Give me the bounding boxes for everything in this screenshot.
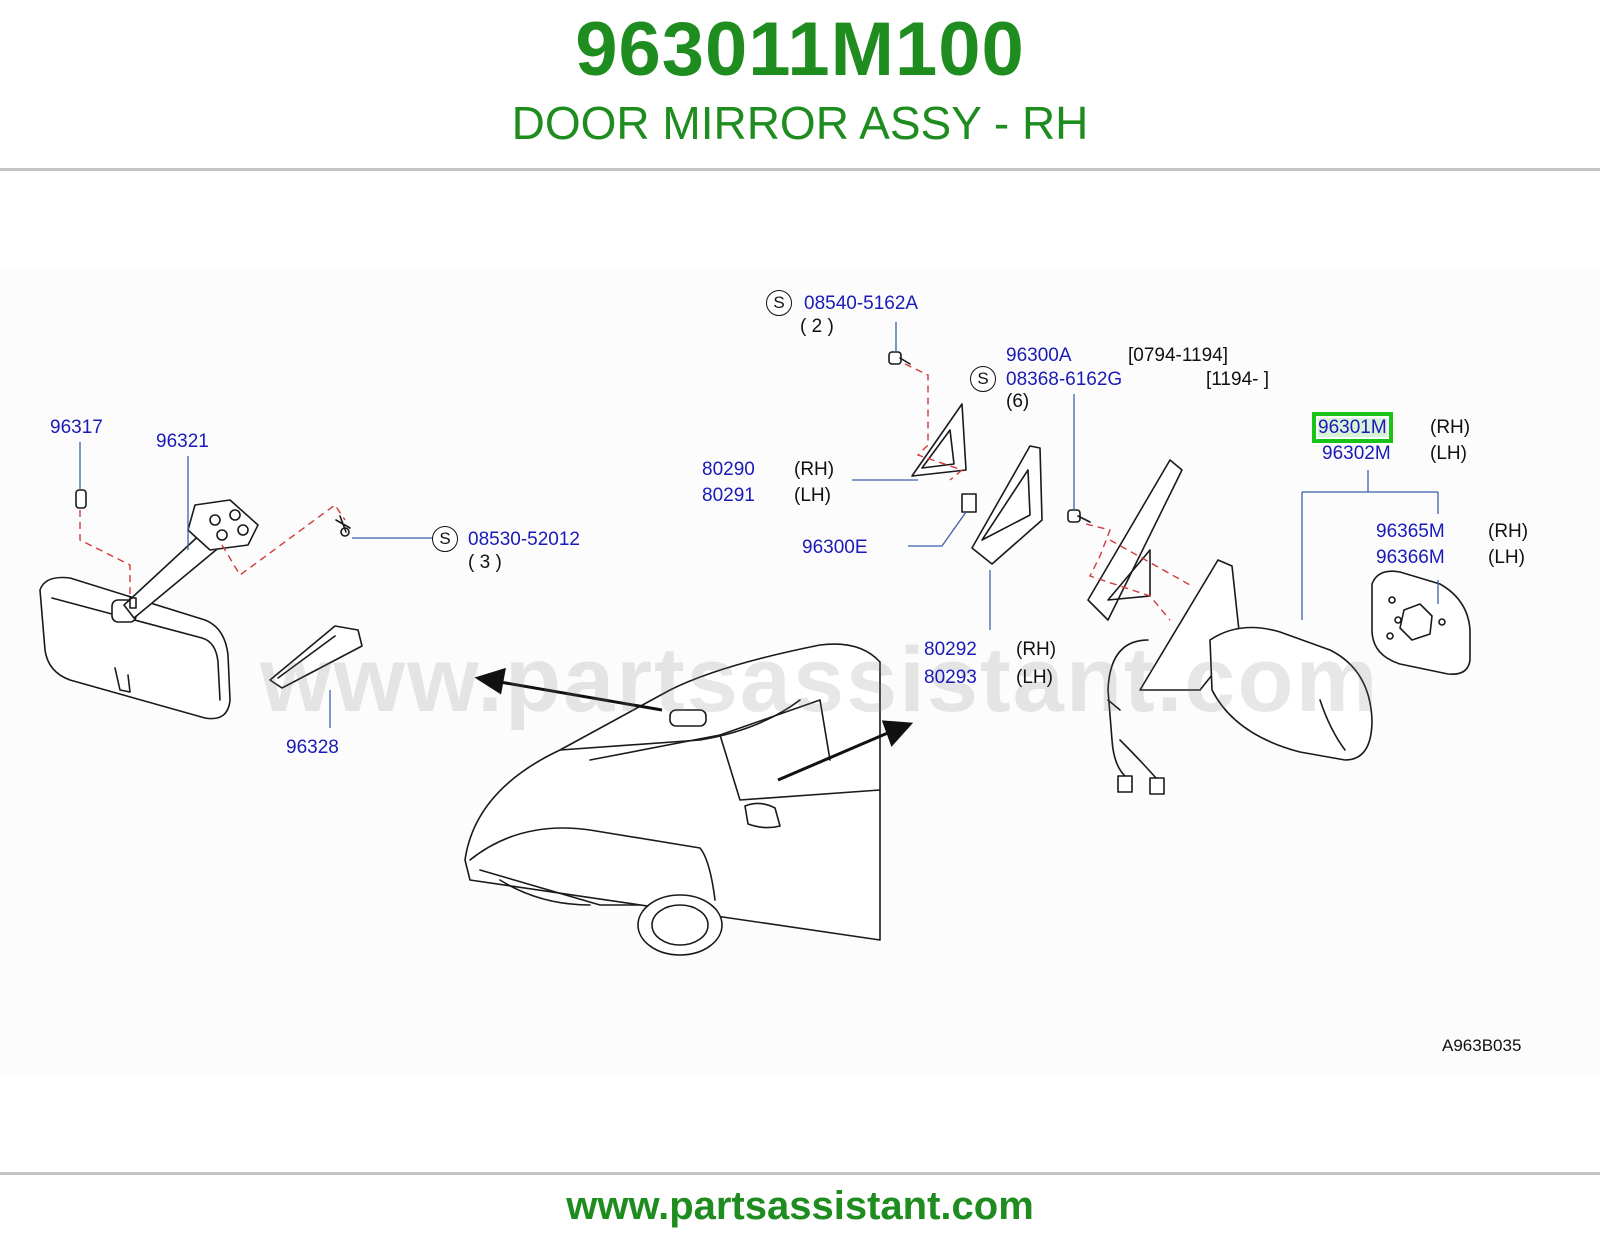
- callout-08530-52012[interactable]: 08530-52012: [468, 529, 580, 550]
- quantity-08540: ( 2 ): [800, 316, 834, 337]
- callout-96328[interactable]: 96328: [286, 737, 339, 758]
- part-number-title: 963011M100: [575, 7, 1025, 92]
- door-mirror-drawing: [1087, 459, 1373, 795]
- door-corner-bracket-drawing: [888, 351, 1091, 565]
- mirror-cover-drawing: [269, 625, 363, 689]
- side-96365M: (RH): [1488, 521, 1529, 542]
- side-80291: (LH): [794, 485, 831, 506]
- side-80292: (RH): [1016, 639, 1057, 660]
- part-description: DOOR MIRROR ASSY - RH: [511, 97, 1089, 149]
- footer-divider: [0, 1172, 1600, 1175]
- quantity-08530: ( 3 ): [468, 552, 502, 573]
- side-96366M: (LH): [1488, 547, 1525, 568]
- leader-lines: [79, 322, 1439, 728]
- callout-96301M-highlighted[interactable]: 96301M: [1312, 412, 1393, 443]
- drawing-code: A963B035: [1442, 1036, 1522, 1055]
- callout-96317[interactable]: 96317: [50, 417, 103, 438]
- callout-96302M[interactable]: 96302M: [1322, 443, 1391, 464]
- callout-80291[interactable]: 80291: [702, 485, 755, 506]
- side-96302M: (LH): [1430, 443, 1467, 464]
- callout-96300E[interactable]: 96300E: [802, 537, 868, 558]
- range-96300A: [0794-1194]: [1128, 345, 1229, 366]
- callout-08540-5162A[interactable]: 08540-5162A: [804, 293, 919, 314]
- symbol-s-08530: S: [432, 526, 458, 552]
- car-outline-drawing: [464, 643, 881, 956]
- mirror-glass-drawing: [1371, 570, 1471, 676]
- callout-96366M[interactable]: 96366M: [1376, 547, 1445, 568]
- callout-96365M[interactable]: 96365M: [1376, 521, 1445, 542]
- footer-website-link[interactable]: www.partsassistant.com: [566, 1184, 1034, 1228]
- callout-96321[interactable]: 96321: [156, 431, 209, 452]
- callout-96300A[interactable]: 96300A: [1006, 345, 1072, 366]
- callout-80293[interactable]: 80293: [924, 667, 977, 688]
- callout-80292[interactable]: 80292: [924, 639, 977, 660]
- callout-80290[interactable]: 80290: [702, 459, 755, 480]
- symbol-s-08540: S: [766, 290, 792, 316]
- dashed-guide-lines: [79, 363, 1191, 621]
- quantity-08368: (6): [1006, 391, 1030, 412]
- side-80293: (LH): [1016, 667, 1053, 688]
- page-header: 963011M100 DOOR MIRROR ASSY - RH: [0, 0, 1600, 168]
- watermark: www.partsassistant.com: [260, 629, 1380, 731]
- rear-view-mirror-drawing: [39, 489, 351, 720]
- callout-08368-6162G[interactable]: 08368-6162G: [1006, 369, 1123, 390]
- range-08368: [1194- ]: [1206, 369, 1270, 390]
- header-divider: [0, 168, 1600, 171]
- location-arrows: [474, 667, 914, 782]
- side-96301M: (RH): [1430, 417, 1471, 438]
- side-80290: (RH): [794, 459, 835, 480]
- symbol-s-08368: S: [970, 366, 996, 392]
